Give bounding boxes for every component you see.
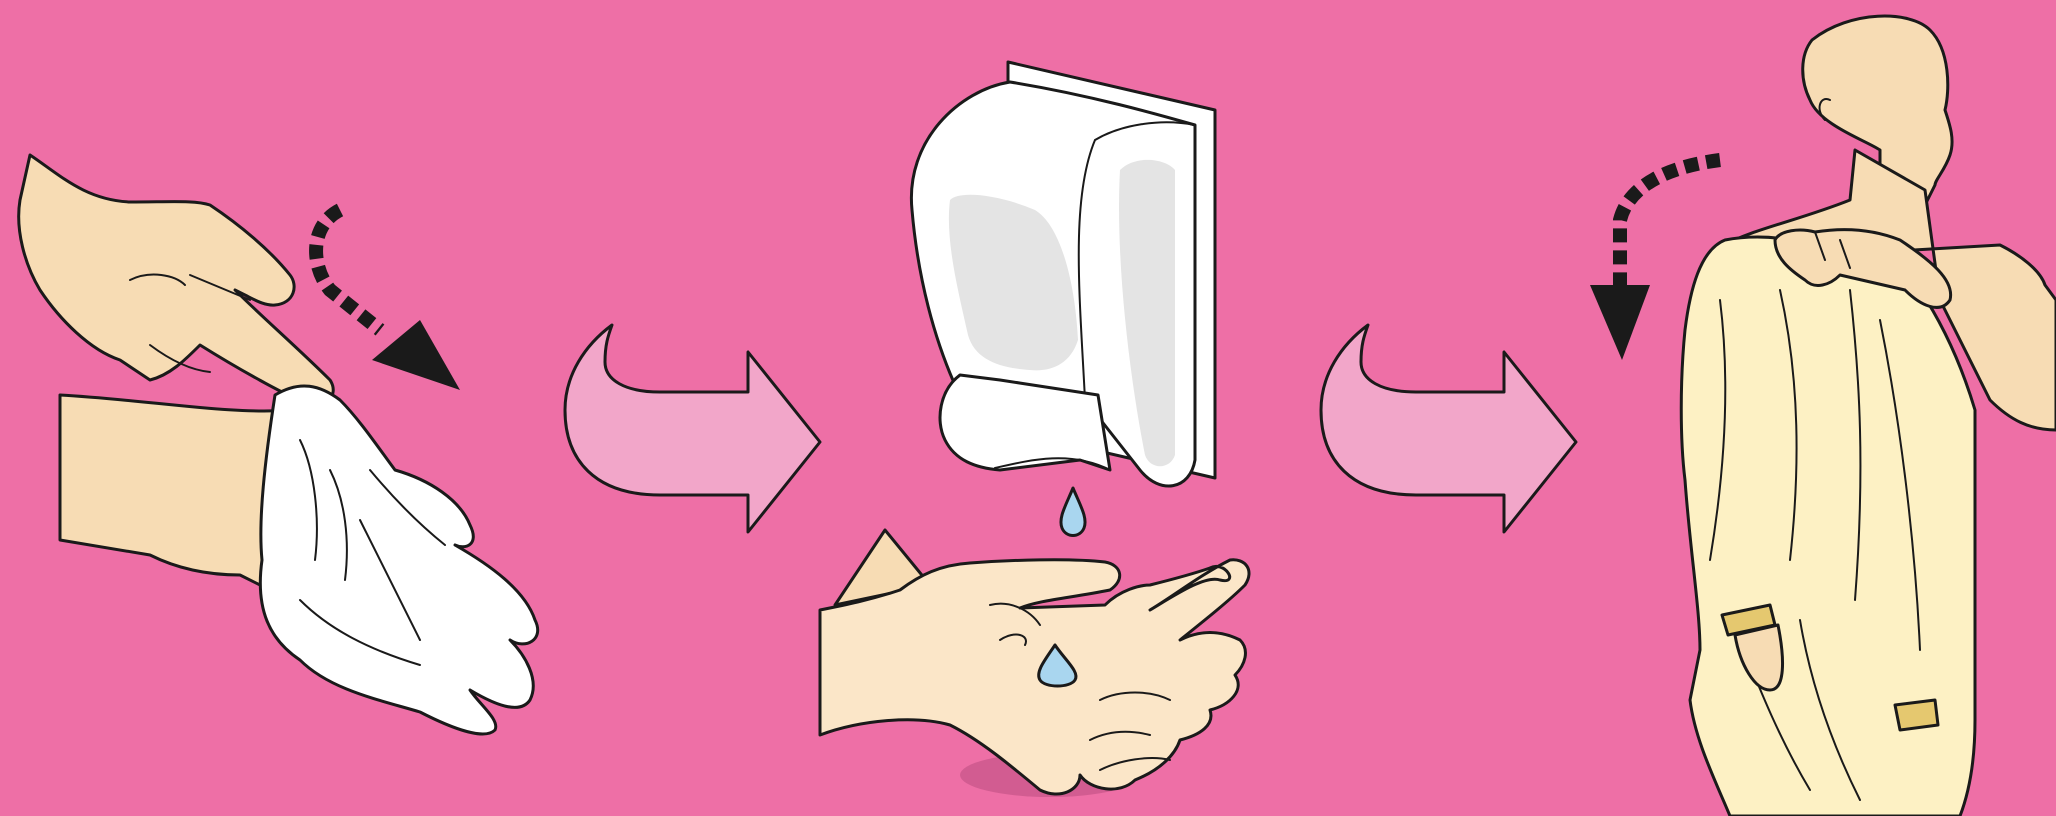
- sanitizer-drop: [1061, 488, 1085, 536]
- gown-cuff: [1895, 700, 1938, 730]
- lower-forearm: [60, 395, 290, 590]
- glove: [260, 386, 537, 734]
- step-arrow-icon: [1321, 325, 1576, 532]
- step-arrow-icon: [565, 325, 820, 532]
- motion-arrow: [316, 210, 380, 330]
- cupped-hands: [820, 530, 1249, 797]
- glove-removal-icon: [19, 155, 538, 734]
- gown-removal-icon: [1590, 16, 2056, 816]
- sanitizer-dispenser-icon: [911, 62, 1215, 536]
- gown: [1681, 237, 1975, 816]
- bare-hand: [19, 155, 334, 406]
